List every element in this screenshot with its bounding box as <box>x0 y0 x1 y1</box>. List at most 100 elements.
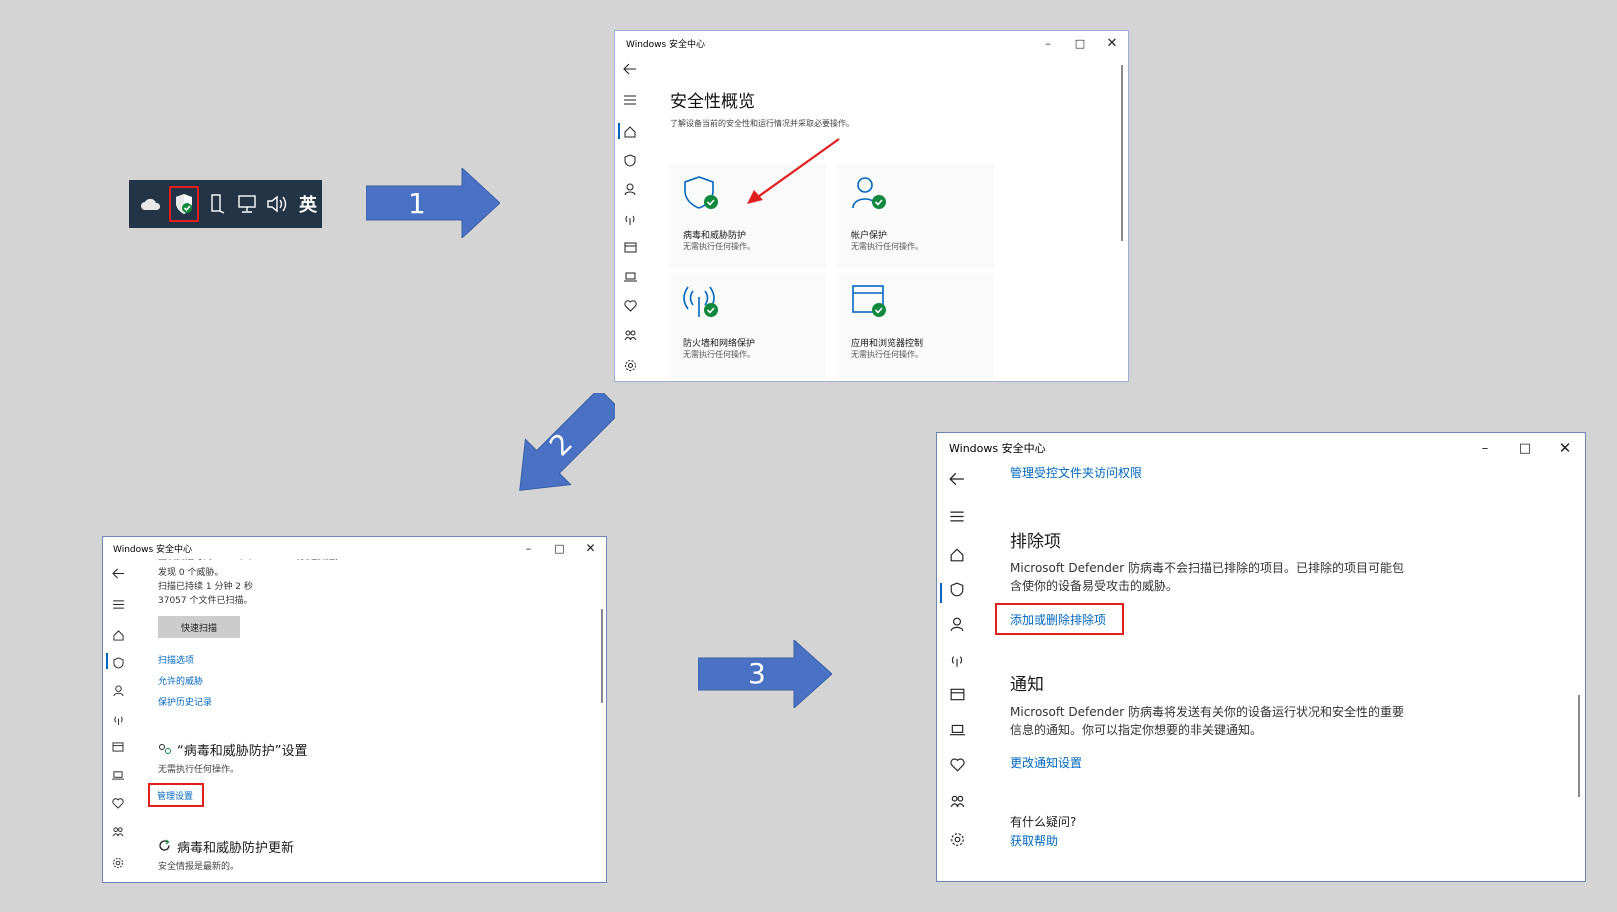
title-bar[interactable]: Windows 安全中心 – □ ✕ <box>937 433 1585 463</box>
window-title: Windows 安全中心 <box>113 544 193 555</box>
arrow-step-1 <box>366 168 500 238</box>
shield-icon[interactable] <box>112 649 124 677</box>
tile-virus-protection[interactable]: 病毒和威胁防护 无需执行任何操作。 <box>669 163 826 269</box>
shield-icon <box>176 194 192 214</box>
person-icon[interactable] <box>112 677 124 705</box>
add-remove-exclusions-link[interactable]: 添加或删除排除项 <box>1010 613 1107 627</box>
arrow-step-3-label: 3 <box>748 657 766 690</box>
minimize-button[interactable]: – <box>1045 36 1051 50</box>
maximize-button[interactable]: □ <box>1074 36 1086 50</box>
tile-label: 病毒和威胁防护 <box>683 231 747 241</box>
scan-options-link[interactable]: 扫描选项 <box>158 656 195 666</box>
heart-pulse-icon[interactable] <box>949 747 965 782</box>
gear-icon[interactable] <box>624 349 637 381</box>
nav-rail <box>615 55 645 381</box>
taskbar-tray: 英 <box>129 180 322 228</box>
settings-gears-icon <box>159 744 171 754</box>
onedrive-cloud-icon[interactable] <box>139 192 163 216</box>
arrow-step-2 <box>519 393 615 491</box>
scrollbar[interactable] <box>1121 65 1123 241</box>
get-help-link[interactable]: 获取帮助 <box>1010 834 1059 848</box>
home-icon[interactable] <box>112 621 124 649</box>
family-icon[interactable] <box>112 817 124 845</box>
hamburger-menu-icon[interactable] <box>950 495 964 537</box>
minimize-button[interactable]: – <box>525 541 532 555</box>
nav-selection-indicator <box>940 583 942 603</box>
tile-account-protection[interactable]: 帐户保护 无需执行任何操作。 <box>837 163 994 269</box>
browser-check-icon <box>852 285 886 317</box>
laptop-icon[interactable] <box>623 262 637 291</box>
hamburger-menu-icon[interactable] <box>624 83 636 117</box>
settings-heading: “病毒和威胁防护”设置 <box>177 744 308 759</box>
hamburger-menu-icon[interactable] <box>112 587 124 621</box>
maximize-button[interactable]: □ <box>1518 440 1532 456</box>
volume-icon[interactable] <box>265 192 289 216</box>
controlled-folder-access-link[interactable]: 管理受控文件夹访问权限 <box>1010 466 1143 480</box>
wifi-check-icon <box>683 286 718 317</box>
person-icon[interactable] <box>624 175 636 204</box>
quick-scan-button[interactable]: 快速扫描 <box>158 616 240 638</box>
arrow-step-1-label: 1 <box>408 187 426 220</box>
protection-history-link[interactable]: 保护历史记录 <box>158 698 213 708</box>
close-button[interactable]: ✕ <box>1106 35 1118 51</box>
browser-icon[interactable] <box>624 233 637 262</box>
help-heading: 有什么疑问? <box>1010 815 1077 829</box>
scan-duration-text: 扫描已持续 1 分钟 2 秒 <box>158 582 253 592</box>
family-icon[interactable] <box>950 782 965 819</box>
title-bar[interactable]: Windows 安全中心 – □ ✕ <box>103 537 606 559</box>
laptop-icon[interactable] <box>112 761 124 789</box>
tile-status: 无需执行任何操作。 <box>683 242 755 251</box>
exclusions-description-line-2: 含使你的设备易受攻击的威胁。 <box>1010 579 1179 593</box>
heart-pulse-icon[interactable] <box>112 789 124 817</box>
update-refresh-icon <box>159 839 170 851</box>
nav-selection-indicator <box>106 653 108 669</box>
browser-icon[interactable] <box>950 677 965 712</box>
back-arrow-icon[interactable] <box>623 55 637 83</box>
page-title: 安全性概览 <box>670 92 755 112</box>
window-title: Windows 安全中心 <box>949 442 1046 455</box>
ime-indicator[interactable]: 英 <box>299 195 317 216</box>
update-heading: 病毒和威胁防护更新 <box>177 841 295 856</box>
wifi-antenna-icon[interactable] <box>949 642 965 677</box>
virus-protection-settings-window: Windows 安全中心 – □ ✕ 管理受控文件夹访问权限 排除项 Micro… <box>936 432 1586 882</box>
usb-eject-icon[interactable] <box>205 192 229 216</box>
allowed-threats-link[interactable]: 允许的威胁 <box>158 677 204 687</box>
person-icon[interactable] <box>950 607 964 642</box>
network-icon[interactable] <box>235 192 259 216</box>
back-arrow-icon[interactable] <box>111 559 125 587</box>
tile-label: 防火墙和网络保护 <box>683 339 756 349</box>
close-button[interactable]: ✕ <box>585 541 596 555</box>
scrollbar[interactable] <box>1578 695 1580 797</box>
family-icon[interactable] <box>624 320 637 349</box>
home-icon[interactable] <box>624 117 636 146</box>
tile-app-browser-control[interactable]: 应用和浏览器控制 无需执行任何操作。 <box>837 273 994 379</box>
nav-selection-indicator <box>618 123 620 139</box>
nav-rail <box>937 463 977 859</box>
maximize-button[interactable]: □ <box>554 541 565 555</box>
shield-icon[interactable] <box>950 572 964 607</box>
wifi-antenna-icon[interactable] <box>112 705 125 733</box>
wifi-antenna-icon[interactable] <box>623 204 637 233</box>
close-button[interactable]: ✕ <box>1558 439 1572 457</box>
title-bar[interactable]: Windows 安全中心 – □ ✕ <box>615 31 1128 55</box>
browser-icon[interactable] <box>112 733 124 761</box>
tile-status: 无需执行任何操作。 <box>851 350 923 359</box>
shield-icon[interactable] <box>624 146 636 175</box>
minimize-button[interactable]: – <box>1481 440 1489 456</box>
windows-security-tray-icon-highlight[interactable] <box>169 186 199 222</box>
annotation-red-arrow <box>747 138 840 204</box>
person-check-icon <box>852 177 886 209</box>
gear-icon[interactable] <box>112 845 124 881</box>
tile-status: 无需执行任何操作。 <box>683 350 755 359</box>
home-icon[interactable] <box>950 537 964 572</box>
scrollbar[interactable] <box>601 609 603 703</box>
arrow-step-3 <box>698 640 832 708</box>
heart-pulse-icon[interactable] <box>623 291 637 320</box>
tile-firewall[interactable]: 防火墙和网络保护 无需执行任何操作。 <box>669 273 826 379</box>
change-notification-settings-link[interactable]: 更改通知设置 <box>1010 756 1083 770</box>
back-arrow-icon[interactable] <box>949 463 965 495</box>
manage-settings-link[interactable]: 管理设置 <box>157 792 194 802</box>
laptop-icon[interactable] <box>949 712 965 747</box>
gear-icon[interactable] <box>950 819 965 859</box>
add-remove-exclusions-highlight <box>995 603 1124 635</box>
